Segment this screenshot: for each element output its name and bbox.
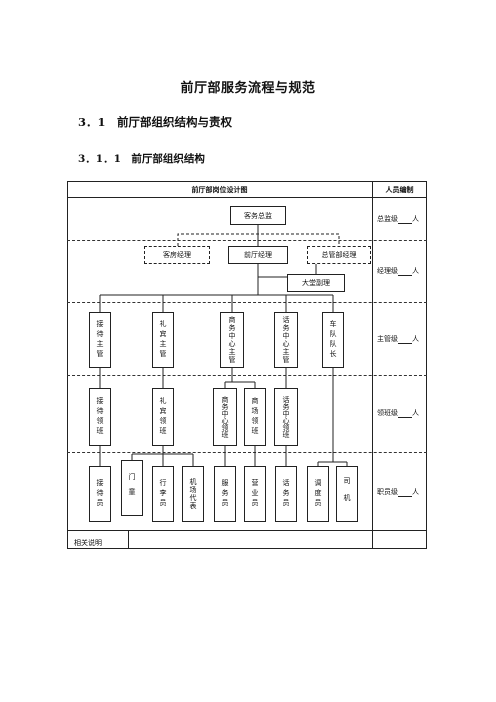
section-heading: 3．1 前厅部组织结构与责权 [78, 115, 233, 129]
table-header-right: 人员编制 [385, 185, 414, 194]
footer-rule [67, 530, 427, 531]
node-fleet-captain: 车队队长 [322, 312, 344, 368]
subsection-heading: 3．1．1 前厅部组织结构 [78, 153, 205, 165]
page-title: 前厅部服务流程与规范 [180, 81, 316, 96]
level-divider [67, 452, 427, 453]
node-director: 客务总监 [230, 206, 286, 225]
node-operator: 话务员 [275, 466, 297, 522]
node-concierge-leader: 礼宾领班 [152, 388, 174, 446]
table-header-left: 前厅部岗位设计图 [191, 185, 248, 194]
node-housekeeping-manager: 总管部经理 [307, 246, 371, 264]
footer-notes-label: 相关说明 [74, 539, 102, 547]
level-label-supervisor: 主管级人 [377, 335, 419, 344]
node-dispatcher: 调度员 [307, 466, 329, 522]
node-sales-clerk: 营业员 [244, 466, 266, 522]
node-reception-supervisor: 接待主管 [89, 312, 111, 368]
node-rooms-manager: 客房经理 [144, 246, 210, 264]
node-bellman: 行李员 [152, 466, 174, 522]
node-lobby-assistant-manager: 大堂副理 [287, 274, 345, 292]
node-concierge-supervisor: 礼宾主管 [152, 312, 174, 368]
level-label-leader: 领班级人 [377, 409, 419, 418]
level-label-director: 总监级人 [377, 215, 419, 224]
connector-dashed [177, 233, 340, 246]
node-service-clerk: 服务员 [214, 466, 236, 522]
node-shop-leader: 商场领班 [244, 388, 266, 446]
node-reception-leader: 接待领班 [89, 388, 111, 446]
node-business-center-supervisor: 商务中心主管 [220, 312, 244, 368]
footer-divider [128, 530, 129, 549]
node-telephone-center-supervisor: 话务中心主管 [274, 312, 298, 368]
level-label-manager: 经理级人 [377, 267, 419, 276]
level-divider [67, 240, 427, 241]
node-airport-representative: 机场代表 [182, 466, 204, 522]
node-doorman: 门童 [121, 460, 143, 516]
column-divider [372, 181, 373, 549]
level-divider [67, 375, 427, 376]
node-business-center-leader: 商务中心领班 [213, 388, 237, 446]
header-rule [67, 197, 427, 198]
org-chart-table [67, 181, 427, 549]
level-label-staff: 职员级人 [377, 488, 419, 497]
node-front-office-manager: 前厅经理 [228, 246, 288, 264]
node-receptionist: 接待员 [89, 466, 111, 522]
node-driver: 司机 [336, 466, 358, 522]
level-divider [67, 302, 427, 303]
node-telephone-center-leader: 话务中心领班 [274, 388, 298, 446]
